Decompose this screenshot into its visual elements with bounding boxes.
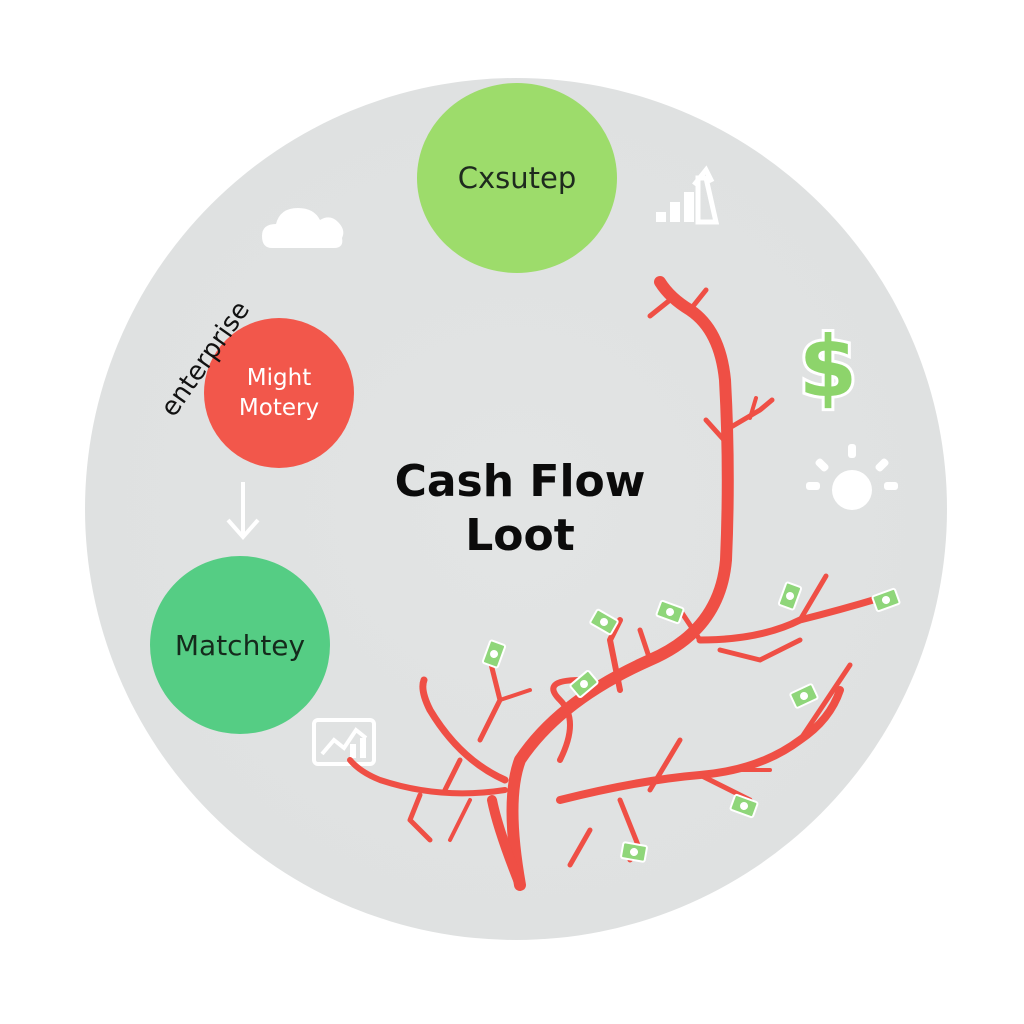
node-label: Matchtey bbox=[174, 628, 306, 662]
node-label: Might Motery bbox=[238, 365, 320, 421]
sun-icon bbox=[806, 444, 898, 510]
bar-chart-icon bbox=[656, 165, 720, 225]
cash-flow-tree bbox=[347, 276, 884, 891]
node-cxsutep: Cxsutep bbox=[417, 83, 617, 273]
chart-card-icon bbox=[312, 718, 376, 766]
node-might-motery: Might Motery bbox=[204, 318, 354, 468]
cloud-icon bbox=[262, 208, 344, 248]
node-matchtey: Matchtey bbox=[150, 556, 330, 734]
center-title: Cash Flow Loot bbox=[394, 456, 646, 561]
node-label: Cxsutep bbox=[457, 161, 577, 195]
dollar-icon: $ bbox=[796, 315, 860, 419]
arrow-down-icon bbox=[226, 482, 260, 541]
svg-text:$: $ bbox=[799, 318, 857, 416]
money-bill-icon bbox=[481, 581, 901, 863]
